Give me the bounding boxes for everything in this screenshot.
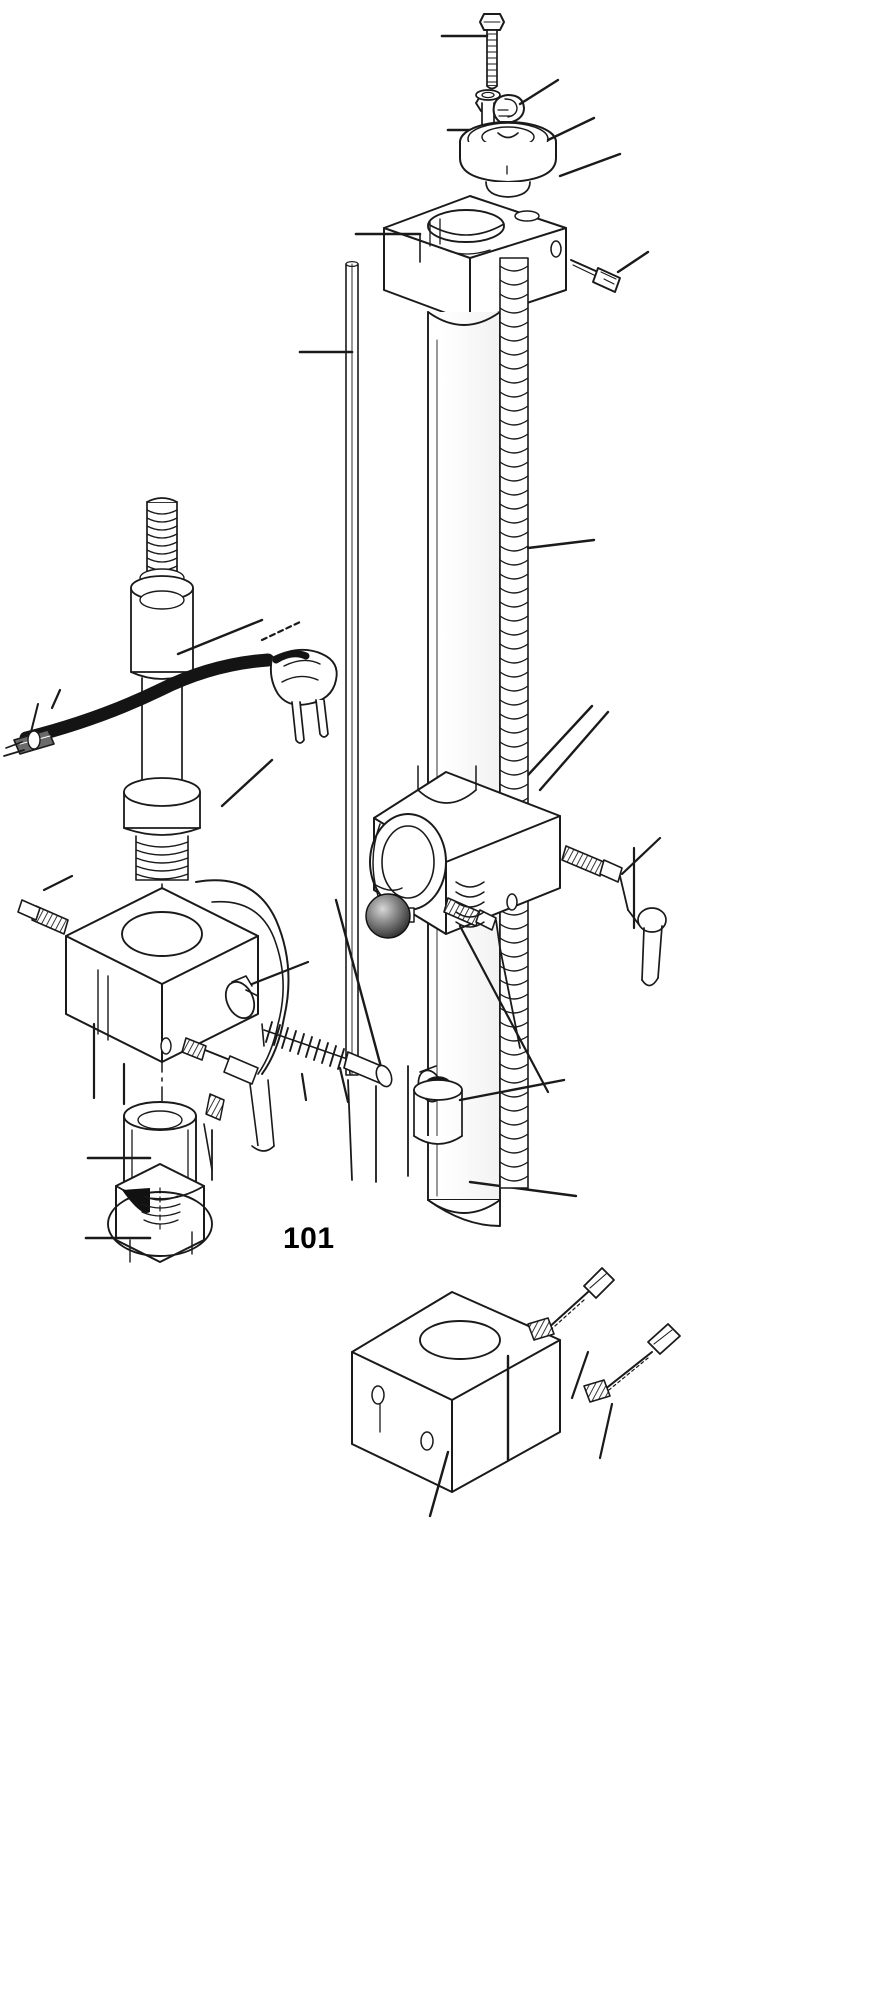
leader-line [220,758,274,808]
lead-screw [499,257,596,1189]
column-tube [427,311,594,1227]
leader-line [211,1065,409,1183]
dowel-pin-small [203,1093,225,1171]
cap-knob-dome [459,116,622,198]
chuck-collar [86,1101,197,1192]
leader-line [468,1180,578,1198]
wing-knob [492,78,560,123]
leader-line [42,874,74,892]
spindle-clamp-block [65,887,259,1106]
spindle-housing [130,575,264,797]
power-cable [19,620,302,745]
leader-line [334,898,386,1080]
guide-rod [298,260,359,1076]
base-bolt-upper [527,1267,615,1400]
leader-line [518,78,560,106]
leader-line [546,116,596,142]
leader-line [598,1402,614,1460]
leader-line [176,618,264,656]
upper-clamp-block [354,195,567,323]
leader-line [50,688,62,710]
leader-line [260,620,302,642]
lever-handle-left [443,897,550,1094]
leader-line [616,250,650,274]
lever-handle-right [561,836,667,987]
upper-clamp-socket-screw [570,250,650,293]
spindle-clamp-screw [17,874,74,935]
large-hex-nut [84,1163,213,1263]
ball-handle-knob [334,893,411,1080]
compression-spring [261,1021,357,1102]
set-screw [181,1037,275,1152]
base-bolt-lower [583,1323,681,1460]
leader-line [526,538,596,550]
leader-line [428,1450,450,1518]
leader-line [620,836,662,876]
compression-spring [455,881,485,928]
leader-line [558,152,622,178]
leader-line [538,710,610,792]
base-clamp-block [351,1291,561,1518]
power-plug [269,648,338,744]
leader-line [458,1078,566,1102]
callout-101: 101 [283,1222,335,1255]
compression-spring [413,1076,566,1145]
spring-plunger-pin [338,1051,393,1104]
leader-line [250,960,310,986]
cable-strain-relief [3,688,62,757]
detent-ring [224,960,310,1020]
hex-head-bolt-top [440,13,505,90]
leader-line [570,1350,590,1400]
leader-line [300,1072,308,1102]
leader-line [338,1066,350,1104]
leader-line [458,924,550,1094]
